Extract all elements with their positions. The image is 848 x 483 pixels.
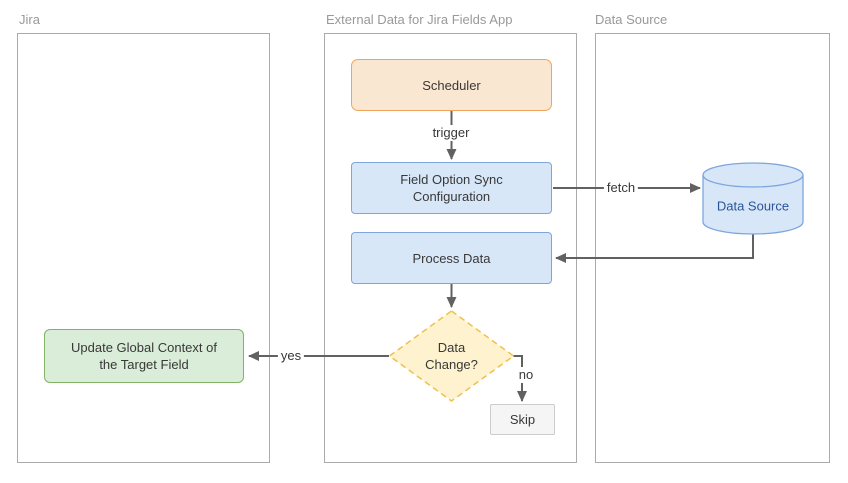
edge-label-yes: yes	[277, 348, 305, 364]
node-scheduler: Scheduler	[351, 59, 552, 111]
node-update-global-context-label: Update Global Context of the Target Fiel…	[71, 340, 217, 372]
node-data-source-db-label: Data Source	[716, 198, 790, 214]
node-skip: Skip	[490, 404, 555, 435]
lane-title-datasource: Data Source	[595, 12, 668, 27]
edge-label-no: no	[515, 367, 537, 383]
node-skip-label: Skip	[509, 412, 536, 427]
node-field-option-sync-configuration-label: Field Option Sync Configuration	[400, 172, 503, 204]
node-update-global-context: Update Global Context of the Target Fiel…	[44, 329, 244, 383]
node-process-data-label: Process Data	[412, 250, 491, 266]
lane-title-app: External Data for Jira Fields App	[326, 12, 513, 27]
node-scheduler-label: Scheduler	[422, 77, 481, 93]
edge-label-trigger: trigger	[429, 125, 473, 141]
node-process-data: Process Data	[351, 232, 552, 284]
lane-jira	[17, 33, 270, 463]
node-data-change-label: Data Change?	[425, 340, 478, 372]
node-field-option-sync-configuration: Field Option Sync Configuration	[351, 162, 552, 214]
lane-title-jira: Jira	[19, 12, 40, 27]
edge-label-fetch: fetch	[603, 180, 639, 196]
lane-datasource	[595, 33, 830, 463]
